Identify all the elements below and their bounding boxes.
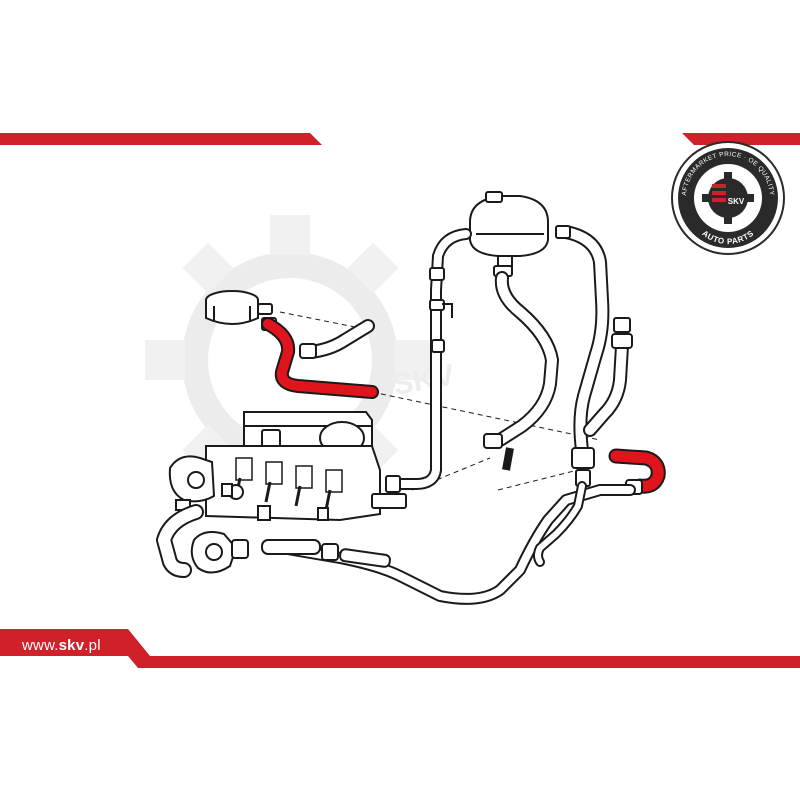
hose-small-curved (299, 319, 375, 359)
hose-tank-left-vertical (385, 228, 472, 493)
website-url[interactable]: www.skv.pl (22, 637, 101, 654)
website-brand: skv (58, 637, 85, 654)
skv-brand-badge: AFTERMARKET PRICE · OE QUALITY AUTO PART… (671, 141, 785, 255)
pipe-bottom-long (264, 481, 636, 605)
expansion-tank (469, 191, 549, 277)
badge-center-text: SKV (728, 197, 745, 206)
hose-bottom-segments (261, 539, 391, 568)
top-left-red-banner (0, 133, 322, 145)
hose-tank-bottom (483, 271, 559, 471)
water-pump-assembly (168, 455, 249, 574)
bottom-long-red-stripe (128, 656, 800, 668)
hose-right-vertical (583, 317, 633, 437)
bottom-left-red-banner (0, 629, 150, 656)
website-suffix: .pl (84, 637, 101, 654)
engine-block (205, 411, 407, 522)
hose-oil-cooler-to-engine[interactable] (261, 317, 379, 399)
hose-lower-left (156, 504, 204, 578)
hose-tank-right-long (555, 225, 610, 457)
hose-right-elbow[interactable] (608, 448, 666, 494)
website-prefix: www. (22, 637, 59, 654)
top-right-red-banner (682, 133, 800, 145)
